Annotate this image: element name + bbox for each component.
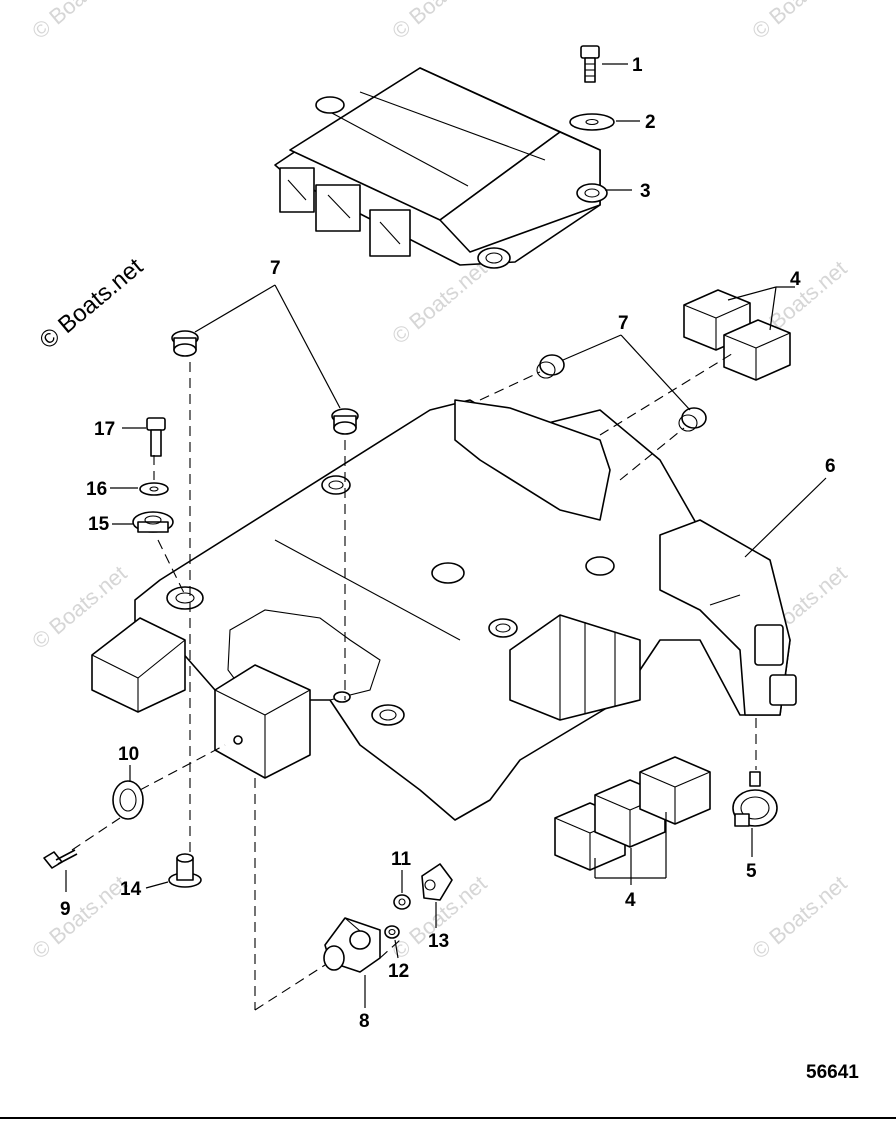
watermark: © Boats.net — [387, 256, 491, 349]
ecm-module — [274, 67, 608, 269]
callout-4-lower: 4 — [625, 890, 636, 911]
callout-7-right: 7 — [618, 313, 629, 334]
screw-part-1 — [580, 45, 600, 83]
washer-part-10 — [112, 780, 144, 820]
callout-12: 12 — [388, 961, 409, 982]
washer-part-2 — [569, 113, 615, 131]
callout-3: 3 — [640, 181, 651, 202]
callout-10: 10 — [118, 744, 139, 765]
clamp-part-5 — [732, 771, 778, 827]
callout-2: 2 — [645, 112, 656, 133]
nut-part-11 — [393, 894, 411, 910]
callout-16: 16 — [86, 479, 107, 500]
callout-17: 17 — [94, 419, 115, 440]
bushing-part-14 — [168, 853, 202, 888]
screw-part-9 — [43, 849, 78, 869]
callout-4-upper: 4 — [790, 269, 801, 290]
bolt-part-17 — [146, 417, 166, 457]
callout-14: 14 — [120, 879, 142, 900]
terminal-part-13 — [421, 863, 453, 901]
callout-9: 9 — [60, 899, 71, 920]
assembly-lines — [71, 351, 757, 1011]
watermark: © Boats.net — [27, 871, 131, 964]
callout-1: 1 — [632, 55, 643, 76]
callout-13: 13 — [428, 931, 449, 952]
relay-pair-upper — [683, 289, 791, 381]
callout-labels: 1 2 3 4 7 7 6 17 16 15 10 9 14 8 11 12 1… — [60, 55, 836, 1032]
callout-7-left: 7 — [270, 258, 281, 279]
watermark: © Boats.net — [387, 0, 491, 44]
callout-8: 8 — [359, 1011, 370, 1032]
relay-triple-lower — [554, 756, 711, 871]
callout-11: 11 — [391, 849, 412, 870]
bottom-rule — [0, 1117, 896, 1119]
leader-lines — [65, 63, 827, 1008]
grommet-part-7 — [171, 330, 707, 435]
main-bracket — [91, 399, 797, 821]
watermark: © Boats.net — [747, 871, 851, 964]
watermark: © Boats.net — [747, 0, 851, 44]
washer-part-16 — [139, 482, 169, 496]
watermark-main: © Boats.net — [35, 253, 149, 355]
nut-part-12 — [384, 925, 400, 939]
sensor-part-8 — [323, 917, 381, 973]
callout-5: 5 — [746, 861, 757, 882]
figure-number: 56641 — [806, 1062, 859, 1083]
watermark: © Boats.net — [27, 0, 131, 44]
grommet-part-15 — [132, 511, 174, 533]
callout-15: 15 — [88, 514, 110, 535]
callout-6: 6 — [825, 456, 836, 477]
